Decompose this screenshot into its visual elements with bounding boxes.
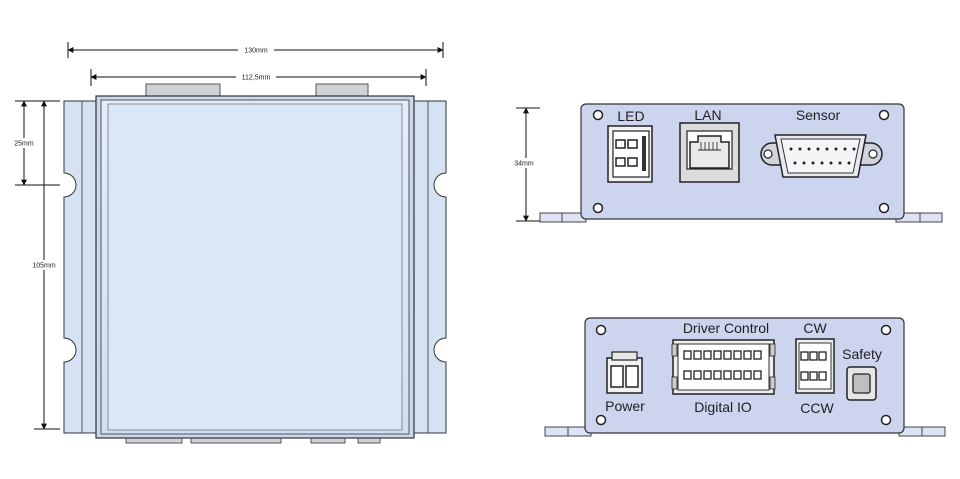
safety-connector <box>846 366 877 401</box>
lan-port <box>679 122 740 183</box>
front-screw-br <box>878 202 890 214</box>
cw-label: CW <box>803 320 827 336</box>
led-label: LED <box>617 108 644 124</box>
rear-screw-bl <box>595 414 607 426</box>
rear-screw-tr <box>880 324 892 336</box>
digital-io-connector <box>671 339 776 395</box>
digital-io-label: Digital IO <box>694 399 752 415</box>
top-connector-left <box>145 83 221 98</box>
power-label: Power <box>605 398 645 414</box>
front-screw-bl <box>592 202 604 214</box>
top-connector-right <box>315 83 369 98</box>
power-connector <box>606 351 643 394</box>
safety-label: Safety <box>842 346 882 362</box>
rear-panel-view: Power Driver Control Digital IO <box>544 317 946 437</box>
dim-overall-length: 105mm <box>32 263 56 270</box>
led-connector <box>607 125 653 183</box>
front-foot-left <box>539 212 587 223</box>
front-screw-tl <box>592 109 604 121</box>
front-panel-view: LED LAN Sens <box>510 103 943 223</box>
dim-overall-width: 130mm <box>244 48 268 55</box>
ccw-label: CCW <box>800 400 834 416</box>
rear-screw-br <box>880 414 892 426</box>
dim-inner-width: 112,5mm <box>242 75 271 82</box>
top-view: 130mm 112,5mm 25mm 105mm <box>10 42 447 444</box>
sensor-connector <box>760 134 883 178</box>
dim-height: 34mm <box>514 161 534 168</box>
rear-screw-tl <box>595 324 607 336</box>
lan-label: LAN <box>694 107 721 123</box>
sensor-label: Sensor <box>796 107 841 123</box>
front-screw-tr <box>878 109 890 121</box>
cw-ccw-connector <box>795 338 835 394</box>
dim-slot-spacing: 25mm <box>14 141 34 148</box>
front-panel <box>580 103 905 220</box>
driver-control-label: Driver Control <box>683 320 769 336</box>
